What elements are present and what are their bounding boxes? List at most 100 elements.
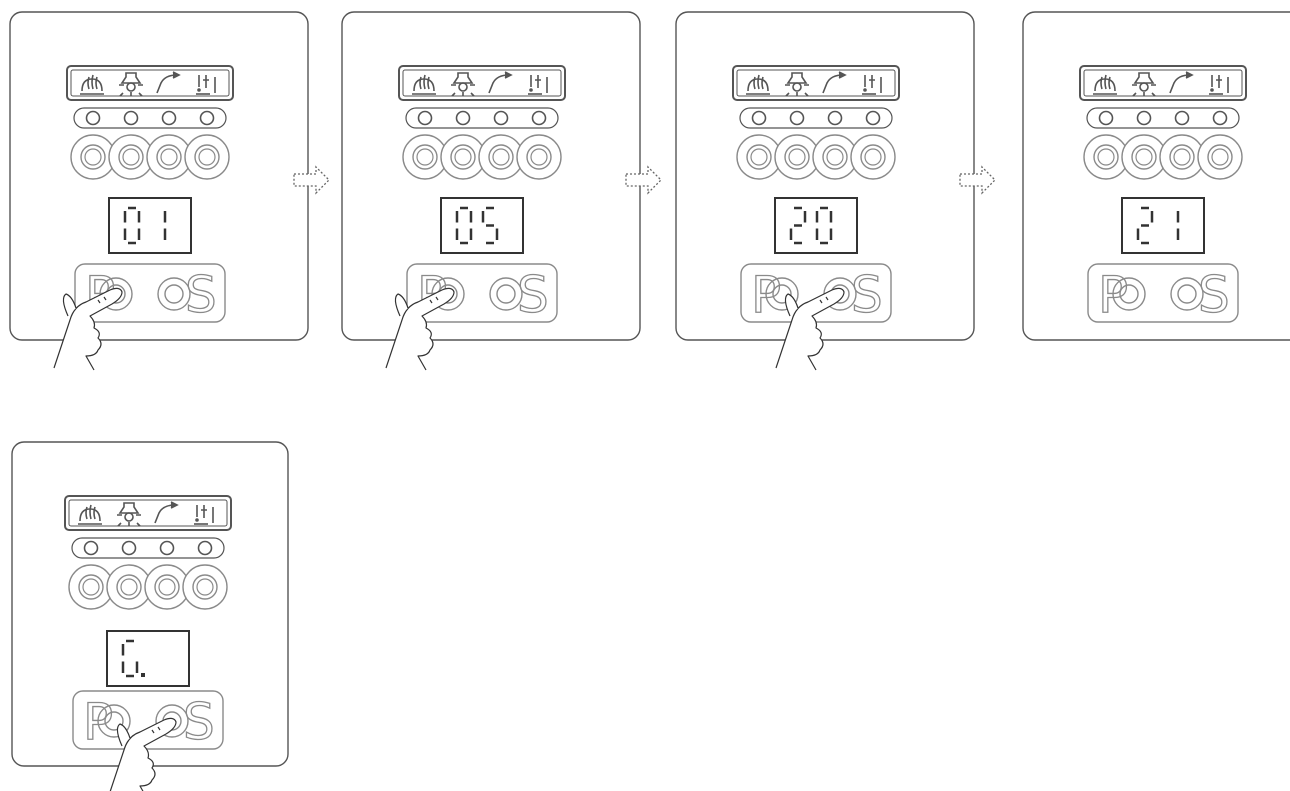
decimal-point xyxy=(141,673,145,677)
program-button-bar: PS xyxy=(406,263,558,325)
function-button xyxy=(1121,134,1167,180)
program-button-bar: PS xyxy=(74,263,226,325)
display-frame xyxy=(108,197,192,254)
icon-strip-outer xyxy=(1079,65,1247,101)
indicator-led xyxy=(1212,110,1228,126)
control-panel-step-1: 01PS xyxy=(9,11,309,371)
indicator-icon-strip xyxy=(732,65,900,101)
indicator-led xyxy=(455,110,471,126)
filter-icon xyxy=(194,505,214,525)
function-button xyxy=(144,564,190,610)
dotted-arrow-icon xyxy=(293,165,330,195)
fan-icon xyxy=(1093,74,1117,95)
function-button xyxy=(108,134,154,180)
light-icon xyxy=(119,72,143,97)
led-strip xyxy=(71,537,225,559)
curve-icon xyxy=(156,71,181,94)
seven-segment-display: 05 xyxy=(440,197,524,254)
s-button-right xyxy=(489,277,523,311)
led-strip xyxy=(739,107,893,129)
function-button xyxy=(1159,134,1205,180)
icon-strip-inner xyxy=(736,69,896,97)
control-panel-step-2: 05PS xyxy=(341,11,641,371)
light-icon xyxy=(451,72,475,97)
p-button-left xyxy=(765,277,799,311)
panel-frame: 05PS xyxy=(341,11,641,371)
function-button xyxy=(850,134,896,180)
indicator-led xyxy=(161,110,177,126)
p-button-left xyxy=(1112,277,1146,311)
seven-segment-display: 20 xyxy=(774,197,858,254)
indicator-icon-strip xyxy=(66,65,234,101)
indicator-led xyxy=(199,110,215,126)
function-button-row xyxy=(736,134,896,180)
indicator-led xyxy=(123,110,139,126)
s-button-right xyxy=(157,277,191,311)
function-button xyxy=(1197,134,1243,180)
led-row xyxy=(73,107,227,129)
filter-icon xyxy=(196,75,216,95)
indicator-icon-strip xyxy=(64,495,232,531)
seven-segment-display: 01 xyxy=(108,197,192,254)
indicator-led xyxy=(417,110,433,126)
indicator-icon-strip xyxy=(1079,65,1247,101)
curve-icon xyxy=(822,71,847,94)
indicator-led xyxy=(1098,110,1114,126)
function-button-row xyxy=(68,564,228,610)
led-strip xyxy=(73,107,227,129)
indicator-led xyxy=(197,540,213,556)
pointing-hand-icon xyxy=(385,287,455,371)
fan-icon xyxy=(78,504,102,525)
function-button xyxy=(516,134,562,180)
pointing-hand-icon xyxy=(53,287,123,371)
indicator-icon-strip xyxy=(398,65,566,101)
fan-icon xyxy=(80,74,104,95)
curve-icon xyxy=(154,501,179,524)
function-button xyxy=(146,134,192,180)
panel-border xyxy=(1022,11,1290,341)
icon-strip-outer xyxy=(66,65,234,101)
icon-strip-outer xyxy=(64,495,232,531)
indicator-led xyxy=(493,110,509,126)
indicator-led xyxy=(531,110,547,126)
icon-strip-inner xyxy=(1083,69,1243,97)
p-button-left xyxy=(97,704,131,738)
icon-strip-outer xyxy=(732,65,900,101)
filter-icon xyxy=(1209,75,1229,95)
indicator-led xyxy=(121,540,137,556)
fan-icon xyxy=(412,74,436,95)
function-button xyxy=(70,134,116,180)
led-row xyxy=(739,107,893,129)
indicator-led xyxy=(85,110,101,126)
led-row xyxy=(405,107,559,129)
icon-strip-inner xyxy=(68,499,228,527)
pointing-hand-icon xyxy=(775,287,845,371)
function-button xyxy=(184,134,230,180)
panel-frame: 01PS xyxy=(9,11,309,371)
filter-icon xyxy=(528,75,548,95)
function-button xyxy=(182,564,228,610)
led-strip xyxy=(1086,107,1240,129)
led-strip xyxy=(405,107,559,129)
light-icon xyxy=(117,502,141,527)
indicator-led xyxy=(1136,110,1152,126)
dotted-arrow-icon xyxy=(959,165,996,195)
icon-strip-inner xyxy=(402,69,562,97)
indicator-led xyxy=(159,540,175,556)
function-button-row xyxy=(402,134,562,180)
icon-strip-inner xyxy=(70,69,230,97)
next-step-arrow xyxy=(624,164,664,196)
indicator-led xyxy=(865,110,881,126)
function-button xyxy=(774,134,820,180)
indicator-led xyxy=(751,110,767,126)
display-frame xyxy=(1121,197,1205,254)
curve-icon xyxy=(1169,71,1194,94)
led-row xyxy=(71,537,225,559)
indicator-led xyxy=(83,540,99,556)
